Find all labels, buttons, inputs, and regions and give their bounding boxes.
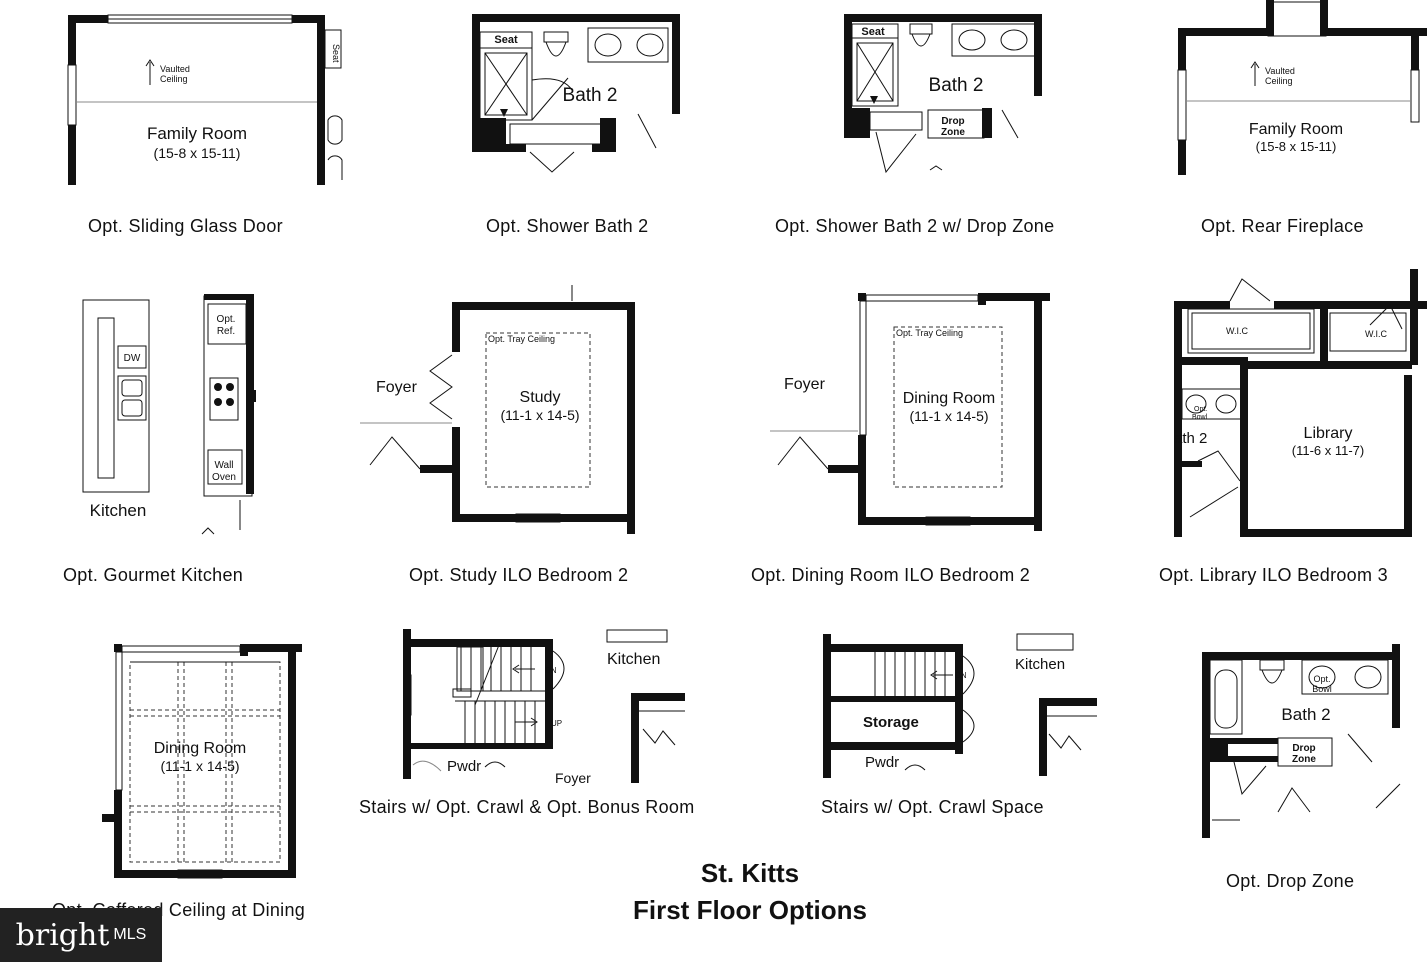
label-foyer: Foyer [555, 770, 591, 786]
floorplan-drawing: Seat Bath 2 [472, 14, 680, 173]
title-line-2: First Floor Options [633, 895, 867, 925]
label-dn: DN [545, 666, 557, 675]
floorplan-drawing: DN UP Pwdr Foyer Kitchen [403, 629, 685, 786]
label-bowl: Bowl [1312, 684, 1332, 694]
room-dims: (15-8 x 15-11) [154, 145, 241, 161]
floorplan-drawing: Vaulted Ceiling Family Room (15-8 x 15-1… [1177, 0, 1427, 175]
plan-drop-zone: Opt. Bowl Bath 2 Drop Zone [1190, 640, 1420, 840]
floorplan-drawing: Opt. Tray Ceiling Study (11-1 x 14-5) Fo… [360, 285, 635, 534]
room-name: Bath 2 [563, 85, 618, 106]
page-title: St. Kitts First Floor Options [600, 855, 900, 929]
label-foyer: Foyer [784, 376, 826, 393]
room-name: Kitchen [90, 501, 147, 520]
caption-shower-bath-drop-zone: Opt. Shower Bath 2 w/ Drop Zone [775, 216, 1055, 236]
room-name: Kitchen [607, 651, 660, 668]
room-dims: (11-1 x 14-5) [909, 408, 988, 424]
label-seat: Seat [861, 26, 885, 38]
floorplan-drawing: Dining Room (11-1 x 14-5) [102, 644, 302, 879]
floorplan-drawing: DW Opt. Ref. Wall Oven Kitchen [82, 294, 256, 535]
logo-brand: bright [15, 917, 110, 953]
note-tray-ceiling: Opt. Tray Ceiling [488, 334, 555, 344]
caption-dining-room: Opt. Dining Room ILO Bedroom 2 [751, 565, 1031, 585]
plan-rear-fireplace: Vaulted Ceiling Family Room (15-8 x 15-1… [1170, 0, 1427, 180]
floorplan-drawing: Opt. Bowl Bath 2 Drop Zone [1202, 644, 1401, 838]
plan-shower-bath-2: Seat Bath 2 [460, 10, 700, 190]
label-oven: Oven [212, 472, 236, 483]
plan-shower-bath-drop-zone: Seat Bath 2 Drop Zone [830, 10, 1050, 190]
floorplan-drawing: Seat Bath 2 Drop Zone [844, 14, 1042, 174]
label-zone: Zone [941, 127, 965, 138]
note-ceiling: Ceiling [1265, 76, 1293, 86]
label-opt: Opt. [217, 314, 236, 325]
label-drop: Drop [941, 116, 964, 127]
label-bowl: Bowl [1192, 414, 1208, 421]
label-ref: Ref. [217, 326, 235, 337]
room-name: Library [1304, 425, 1353, 442]
room-dims: (11-1 x 14-5) [160, 758, 239, 774]
label-up: UP [551, 719, 562, 728]
bright-mls-logo: bright MLS [0, 908, 162, 962]
label-storage: Storage [863, 714, 919, 731]
label-dn: DN [955, 671, 967, 680]
label-dw: DW [124, 353, 141, 364]
floorplan-drawing: Opt. Tray Ceiling Dining Room (11-1 x 14… [770, 293, 1050, 531]
room-name: Bath 2 [1281, 705, 1330, 724]
label-opt: Opt. [1194, 406, 1207, 413]
plan-stairs-bonus-room: DN UP Pwdr Foyer Kitchen [385, 625, 695, 786]
room-name: Dining Room [154, 740, 246, 757]
floorplan-drawing: W.I.C W.I.C ath 2 Opt. Bowl Library (11-… [1174, 269, 1427, 537]
label-opt: Opt. [1313, 674, 1330, 684]
plan-dining-room: Opt. Tray Ceiling Dining Room (11-1 x 14… [770, 285, 1060, 535]
room-name: Bath 2 [929, 75, 984, 96]
plan-coffered-dining: Dining Room (11-1 x 14-5) [100, 630, 310, 890]
room-dims: (11-6 x 11-7) [1292, 443, 1365, 458]
note-tray-ceiling: Opt. Tray Ceiling [896, 328, 963, 338]
room-name: Study [520, 389, 561, 406]
label-wall: Wall [214, 460, 233, 471]
note-ceiling: Ceiling [160, 74, 188, 84]
room-name: Family Room [147, 124, 247, 143]
room-name: Family Room [1249, 121, 1343, 138]
room-name: Dining Room [903, 390, 995, 407]
plan-gourmet-kitchen: DW Opt. Ref. Wall Oven Kitchen [80, 290, 260, 540]
note-vaulted: Vaulted [1265, 66, 1295, 76]
title-line-1: St. Kitts [700, 858, 800, 888]
floorplan-drawing: Vaulted Ceiling Family Room (15-8 x 15-1… [67, 14, 343, 185]
room-dims: (11-1 x 14-5) [500, 407, 579, 423]
plan-study: Opt. Tray Ceiling Study (11-1 x 14-5) Fo… [360, 285, 640, 535]
logo-suffix: MLS [113, 926, 147, 943]
caption-stairs-bonus-room: Stairs w/ Opt. Crawl & Opt. Bonus Room [359, 797, 695, 817]
plan-library: W.I.C W.I.C ath 2 Opt. Bowl Library (11-… [1170, 265, 1427, 540]
label-drop: Drop [1292, 743, 1315, 754]
label-pwdr: Pwdr [447, 758, 481, 775]
caption-library: Opt. Library ILO Bedroom 3 [1159, 565, 1388, 585]
plan-sliding-glass-door: Vaulted Ceiling Family Room (15-8 x 15-1… [60, 10, 350, 190]
label-wic-2: W.I.C [1365, 329, 1387, 339]
floorplan-drawing: DN Storage Pwdr Kitchen [823, 633, 1097, 778]
note-vaulted: Vaulted [160, 64, 190, 74]
caption-study: Opt. Study ILO Bedroom 2 [409, 565, 629, 585]
label-pwdr: Pwdr [865, 754, 899, 771]
label-bath-2: ath 2 [1174, 430, 1207, 447]
label-foyer: Foyer [376, 379, 418, 396]
caption-gourmet-kitchen: Opt. Gourmet Kitchen [63, 565, 244, 585]
caption-drop-zone: Opt. Drop Zone [1226, 871, 1355, 891]
caption-shower-bath-2: Opt. Shower Bath 2 [486, 216, 649, 236]
label-wic-1: W.I.C [1226, 326, 1248, 336]
label-seat: Seat [331, 44, 341, 63]
room-name: Kitchen [1015, 656, 1065, 673]
label-zone: Zone [1292, 754, 1316, 765]
caption-sliding-glass-door: Opt. Sliding Glass Door [88, 216, 283, 236]
room-dims: (15-8 x 15-11) [1256, 139, 1337, 154]
label-seat: Seat [494, 34, 518, 46]
caption-stairs-crawl-space: Stairs w/ Opt. Crawl Space [821, 797, 1044, 817]
plan-stairs-crawl-space: DN Storage Pwdr Kitchen [805, 630, 1105, 780]
caption-rear-fireplace: Opt. Rear Fireplace [1201, 216, 1364, 236]
